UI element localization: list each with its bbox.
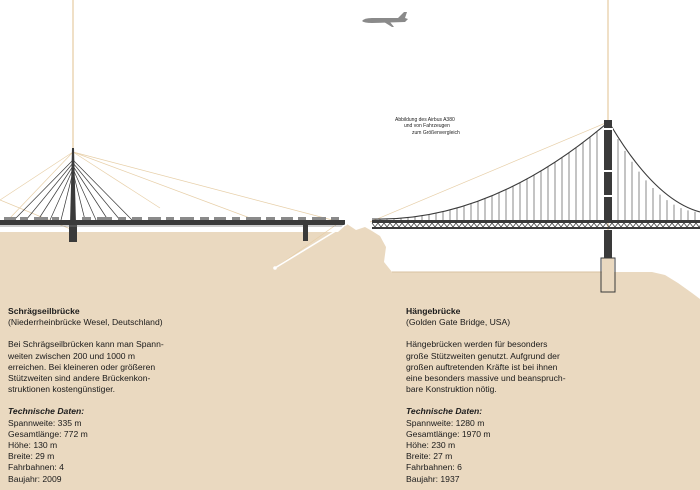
spec-line: Spannweite: 1280 m [406, 417, 485, 428]
suspension-bridge [369, 120, 700, 293]
description-line: Bei Schrägseilbrücken kann man Spann- [8, 339, 164, 350]
description-line: großen auftretenden Kräfte ist bei ihnen [406, 361, 558, 372]
spec-line: Baujahr: 1937 [406, 473, 460, 484]
spec-line: Gesamtlänge: 772 m [8, 428, 88, 439]
airbus-a380-icon [362, 12, 408, 27]
spec-line: Fahrbahnen: 4 [8, 462, 64, 473]
tech-heading: Technische Daten: [8, 406, 85, 417]
panel-subtitle: (Niederrheinbrücke Wesel, Deutschland) [8, 317, 163, 328]
description-line: weiten zwischen 200 und 1000 m [8, 350, 136, 361]
note-line: und von Fahrzeugen [404, 123, 450, 130]
description-line: Hängebrücken werden für besonders [406, 339, 548, 350]
panel-subtitle: (Golden Gate Bridge, USA) [406, 317, 511, 328]
note-line: zum Größenvergleich [412, 129, 460, 136]
tech-heading: Technische Daten: [406, 406, 483, 417]
description-line: eine besonders massive und beanspruch- [406, 373, 566, 384]
ground-guide-line [274, 223, 348, 269]
note-line: Abbildung des Airbus A380 [395, 117, 455, 123]
spec-line: Baujahr: 2009 [8, 473, 62, 484]
vehicle-icons [4, 217, 339, 220]
cable-stayed-info: Schrägseilbrücke (Niederrheinbrücke Wese… [8, 306, 208, 485]
spec-line: Breite: 29 m [8, 451, 55, 462]
ground [0, 224, 700, 490]
spec-line: Spannweite: 335 m [8, 417, 82, 428]
description-line: struktionen kostengünstiger. [8, 384, 116, 395]
spec-line: Höhe: 230 m [406, 440, 456, 451]
panel-title: Schrägseilbrücke [8, 306, 80, 316]
spec-line: Gesamtlänge: 1970 m [406, 428, 491, 439]
cable-stayed-bridge [0, 148, 345, 269]
spec-line: Fahrbahnen: 6 [406, 462, 462, 473]
suspension-info: Hängebrücke (Golden Gate Bridge, USA) Hä… [406, 306, 626, 485]
description-line: Stützweiten sind andere Brückenkon- [8, 373, 151, 384]
description-line: bare Konstruktion nötig. [406, 384, 497, 395]
spec-line: Breite: 27 m [406, 451, 453, 462]
panel-title: Hängebrücke [406, 306, 461, 316]
spec-line: Höhe: 130 m [8, 440, 58, 451]
description-line: erreichen. Bei kleineren oder größeren [8, 361, 156, 372]
description-line: große Stützweiten genutzt. Aufgrund der [406, 350, 560, 361]
size-comparison-note: Abbildung des Airbus A380 und von Fahrze… [395, 117, 485, 136]
